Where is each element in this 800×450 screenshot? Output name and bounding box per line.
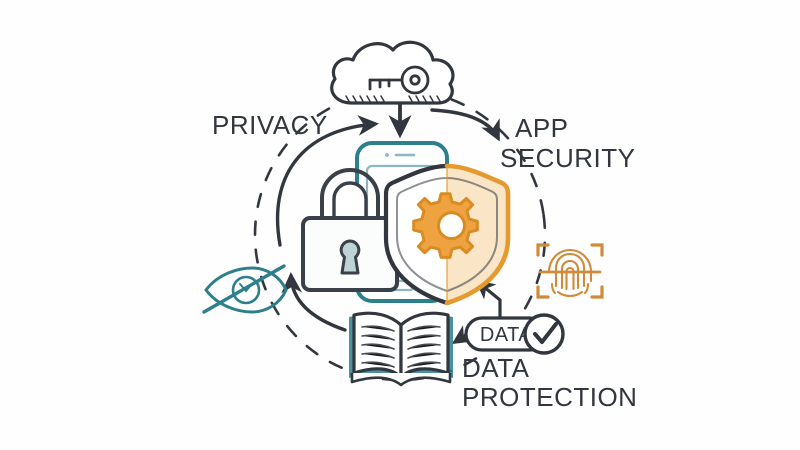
padlock-shackle-outer — [320, 168, 380, 219]
shield-gear-icon — [383, 163, 511, 306]
eye-slash-icon — [202, 264, 288, 314]
check-mark — [533, 322, 558, 344]
label-data: DATA — [462, 353, 530, 383]
phone-camera — [385, 153, 389, 157]
eye-slash-line — [202, 264, 286, 314]
book-text-lines — [361, 325, 441, 368]
label-security: SECURITY — [500, 143, 635, 173]
padlock-keyhole — [339, 239, 361, 275]
shield-outline-left — [383, 163, 450, 306]
book-base — [350, 373, 452, 387]
eye-pupil — [231, 275, 261, 305]
data-badge-label: DATA — [480, 324, 533, 346]
cloud-shape — [330, 40, 455, 105]
fingerprint-ridges — [547, 248, 593, 298]
cloud-key-icon — [330, 40, 455, 105]
key-icon — [368, 65, 430, 95]
fingerprint-scan-icon — [536, 243, 604, 299]
label-protection: PROTECTION — [462, 382, 637, 412]
arrow-to-cloud — [275, 115, 379, 247]
padlock-icon — [301, 168, 399, 292]
cloud-hatching — [345, 95, 442, 104]
arrow-book-to-lock — [281, 272, 347, 332]
shield-outline-right — [444, 163, 511, 306]
open-book-icon — [349, 311, 453, 387]
arrow-cloud-to-shield — [430, 108, 500, 142]
label-privacy: PRIVACY — [212, 110, 328, 140]
eye-outline — [204, 266, 288, 314]
padlock-shackle-inner — [332, 181, 368, 219]
gear-hub — [437, 211, 466, 241]
check-circle-icon — [523, 313, 565, 355]
data-badge: DATA — [464, 313, 565, 355]
label-app: APP — [515, 113, 569, 143]
check-circle — [523, 313, 565, 355]
gear-icon — [412, 192, 479, 259]
scan-brackets — [536, 243, 604, 299]
